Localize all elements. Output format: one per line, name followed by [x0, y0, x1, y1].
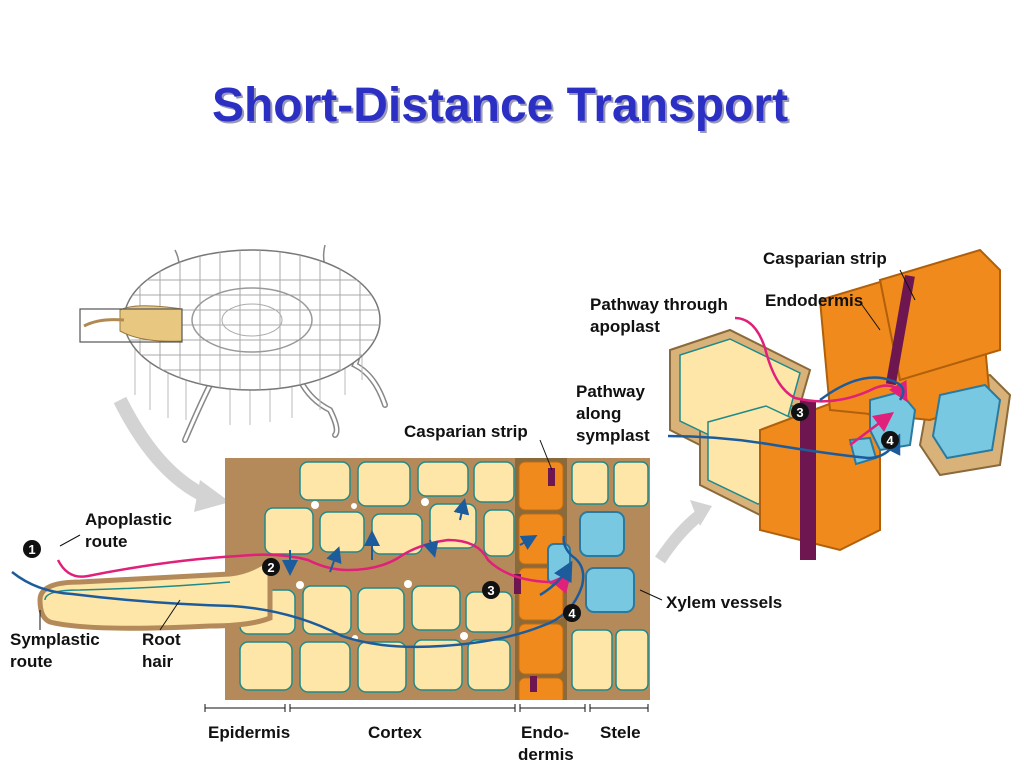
- symplastic-route-label-line1: Symplastic: [10, 630, 100, 649]
- svg-text:4: 4: [568, 606, 576, 621]
- inset-step-marker-3: 3: [791, 403, 809, 421]
- endodermis-label-line1: Endo-: [521, 723, 569, 742]
- casparian-strip-label: Casparian strip: [404, 422, 528, 441]
- step-marker-4: 4: [563, 604, 581, 622]
- step-marker-1: 1: [23, 540, 41, 558]
- root-cross-section-thumbnail: [79, 244, 388, 443]
- symplastic-pathway-line: [11, 535, 585, 649]
- endodermis-label-line2: dermis: [518, 745, 574, 764]
- inset-casparian-strip-label: Casparian strip: [763, 249, 887, 268]
- cortex-label: Cortex: [368, 723, 422, 742]
- svg-text:2: 2: [267, 560, 274, 575]
- pathway-apoplast-label-line1: Pathway through: [590, 295, 728, 314]
- xylem-vessels-label: Xylem vessels: [666, 593, 782, 612]
- step-marker-3: 3: [482, 581, 500, 599]
- inset-endodermis-label: Endodermis: [765, 291, 863, 310]
- svg-text:3: 3: [487, 583, 494, 598]
- pathway-symplast-label-line3: symplast: [576, 426, 650, 445]
- inset-3d-diagram: [667, 248, 1012, 560]
- root-hair-label-line1: Root: [142, 630, 181, 649]
- region-brackets: [204, 704, 649, 712]
- pathway-symplast-label-line2: along: [576, 404, 621, 423]
- apoplastic-route-label-line1: Apoplastic: [85, 510, 172, 529]
- inset-step-marker-4: 4: [881, 431, 899, 449]
- svg-text:4: 4: [886, 433, 894, 448]
- apoplastic-pathway-line: [56, 538, 572, 594]
- epidermis-label: Epidermis: [208, 723, 290, 742]
- stele-label: Stele: [600, 723, 641, 742]
- page-title: Short-Distance Transport: [211, 79, 789, 132]
- step-marker-2: 2: [262, 558, 280, 576]
- pathway-apoplast-label-line2: apoplast: [590, 317, 660, 336]
- symplastic-route-label-line2: route: [10, 652, 53, 671]
- pathway-symplast-label-line1: Pathway: [576, 382, 646, 401]
- svg-text:1: 1: [28, 542, 35, 557]
- apoplastic-route-label-line2: route: [85, 532, 128, 551]
- root-hair-label-line2: hair: [142, 652, 174, 671]
- svg-text:3: 3: [796, 405, 803, 420]
